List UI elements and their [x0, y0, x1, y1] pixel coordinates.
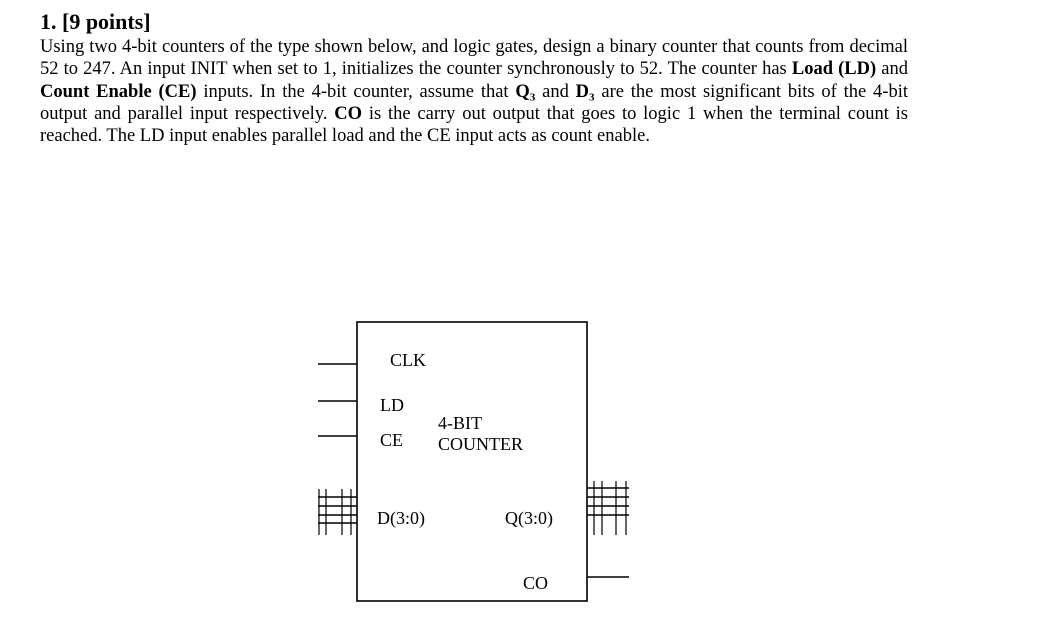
co-label: CO [523, 573, 548, 593]
text-run: is the carry out output that goes to log… [40, 103, 908, 147]
ce-label: CE [380, 430, 403, 450]
text-run: are the most significant bits of the 4-b… [40, 81, 909, 124]
bold-term: Q₃ [515, 81, 536, 102]
counter-title-line1: 4-BIT [438, 413, 482, 433]
bold-term: Count Enable (CE) [40, 81, 197, 102]
bold-term: Load (LD) [791, 59, 877, 80]
bold-term: D₃ [575, 81, 595, 102]
d-bus-label: D(3:0) [377, 508, 425, 529]
text-run: inputs. In the 4-bit counter, assume tha… [196, 81, 516, 102]
text-run: and [535, 81, 576, 102]
problem-statement: Using two 4-bit counters of the type sho… [40, 36, 908, 147]
text-run: Using two 4-bit counters of the type sho… [40, 37, 908, 80]
problem-heading: 1. [9 points] [40, 9, 151, 34]
text-run: and [876, 59, 908, 80]
counter-title-line2: COUNTER [438, 434, 523, 454]
clk-label: CLK [390, 350, 426, 370]
ld-label: LD [380, 395, 404, 415]
q-bus-label: Q(3:0) [505, 508, 553, 529]
counter-block [356, 321, 588, 602]
bold-term: CO [334, 103, 363, 124]
